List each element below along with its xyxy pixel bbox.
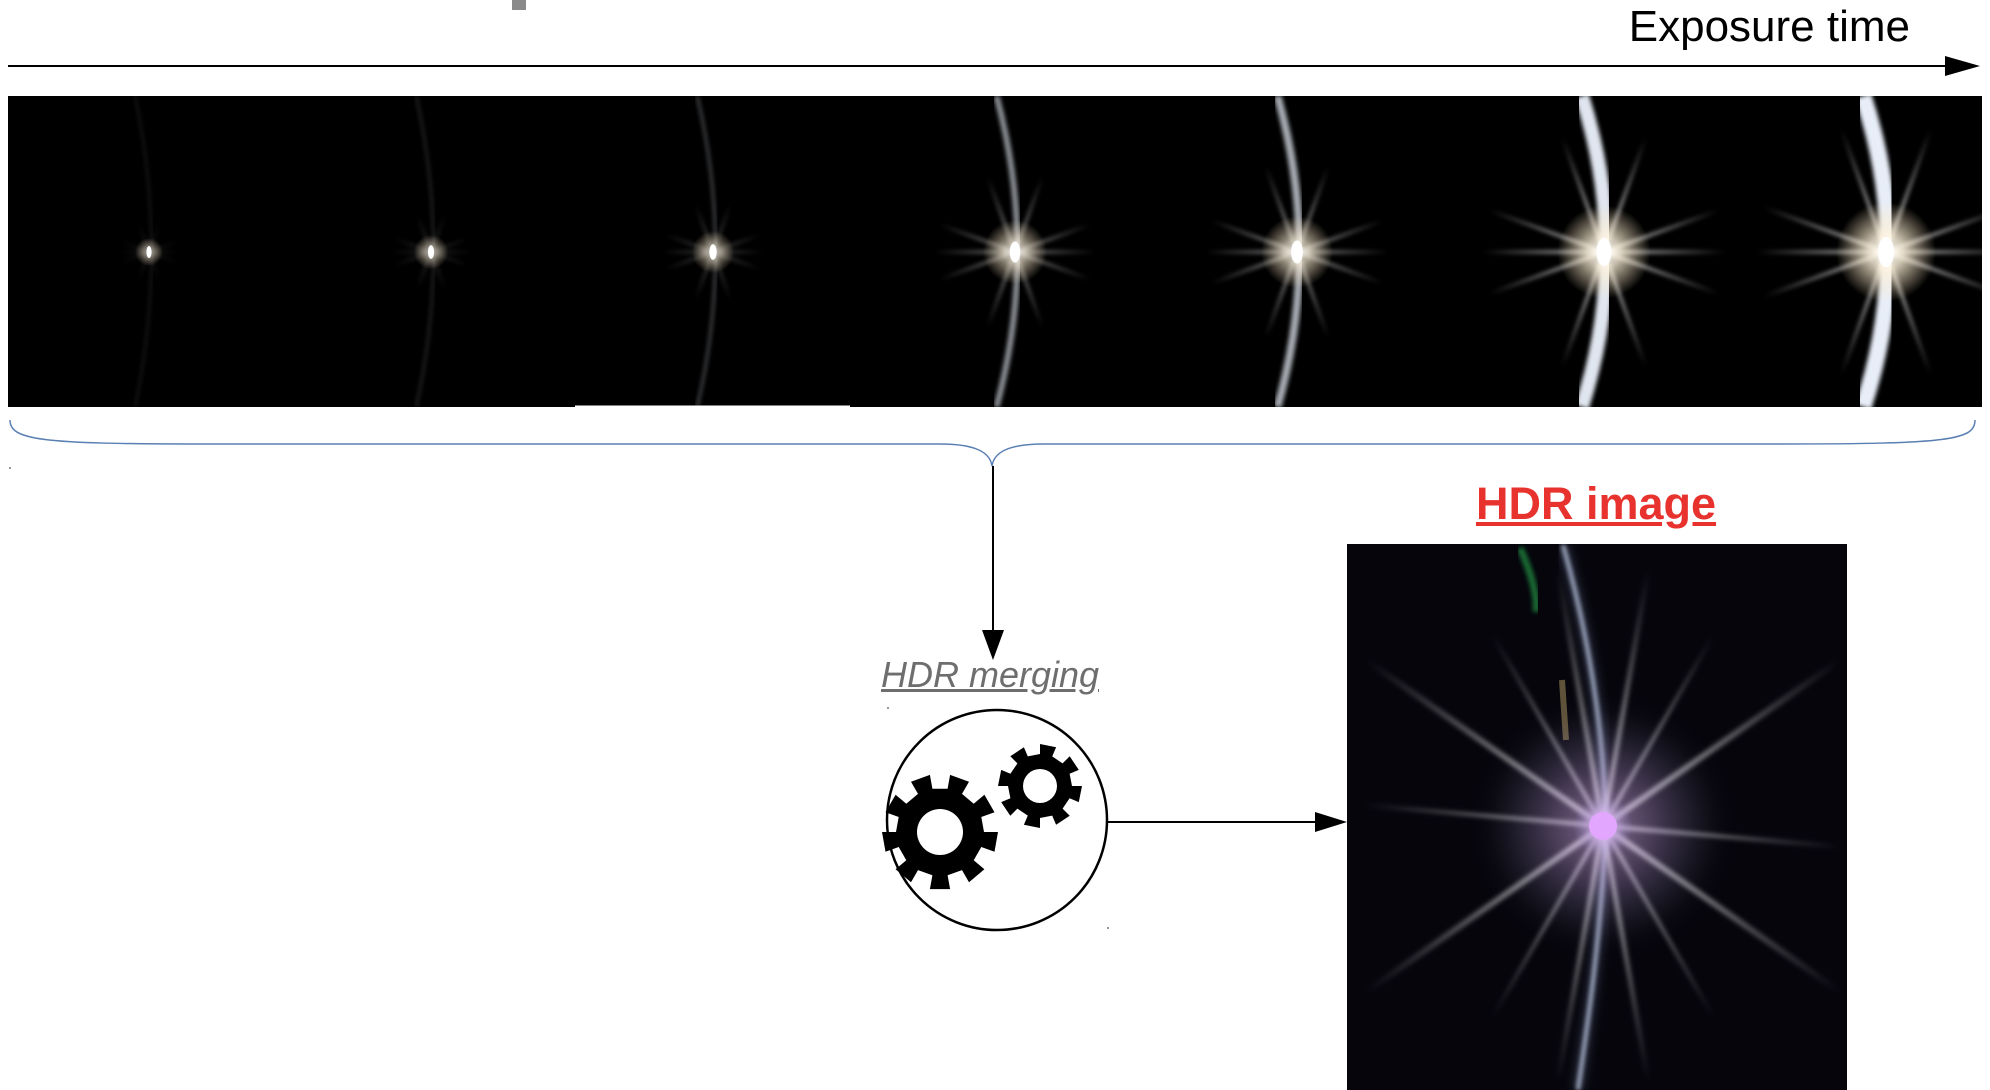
exposure-frame-7 [1756, 96, 1982, 407]
exposure-frame-3 [662, 96, 764, 407]
exposure-frame-1 [118, 96, 180, 407]
merge-node [882, 708, 1109, 932]
exposure-frame-5 [1205, 96, 1389, 407]
hdr-image-label: HDR image [1475, 478, 1717, 529]
grouping-brace [9, 419, 1976, 467]
hdr-result-image [1347, 544, 1847, 1090]
cropped-title-fragment [512, 0, 526, 10]
brace-to-merge-arrow [982, 466, 1004, 660]
exposure-stack-strip [8, 96, 1982, 409]
exposure-frame-4 [934, 96, 1096, 407]
hdr-merging-label: HDR merging [880, 654, 1100, 695]
exposure-frame-2 [391, 96, 471, 407]
merge-to-result-arrow [1107, 812, 1347, 832]
exposure-time-label: Exposure time [1628, 2, 1910, 51]
gears-icon [882, 744, 1082, 890]
exposure-frame-6 [1482, 96, 1726, 407]
exposure-time-arrow [8, 56, 1980, 76]
